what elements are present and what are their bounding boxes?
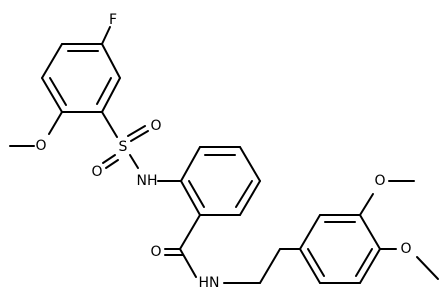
sulfonyl-oxygen-label-2: O [91, 164, 102, 180]
sulfur-label: S [119, 139, 128, 155]
ether-oxygen-label-para: O [400, 241, 411, 257]
dimethoxy-benzene-ring [299, 214, 381, 284]
amide-oxygen-label: O [150, 244, 161, 260]
fluoro-methoxy-benzene-ring [41, 43, 121, 113]
fluorine-label: F [109, 12, 117, 28]
ether-oxygen-label-left: O [35, 138, 46, 154]
sulfonamide-nh-label: NH [137, 173, 158, 189]
ether-oxygen-label-meta: O [374, 173, 385, 189]
ethyl-bond-2 [259, 248, 281, 284]
amide-group [164, 214, 201, 278]
sulfonyl-group [101, 111, 149, 169]
c-o-methoxy-bond-meta [359, 193, 374, 216]
central-benzene-ring [180, 146, 261, 216]
sulfonyl-oxygen-label-1: O [150, 118, 161, 134]
c-f-bond [101, 26, 111, 45]
c-o-methoxy-bond-left [48, 111, 63, 135]
amide-nh-label: HN [199, 275, 220, 291]
o-methyl-bond-para [416, 256, 439, 280]
